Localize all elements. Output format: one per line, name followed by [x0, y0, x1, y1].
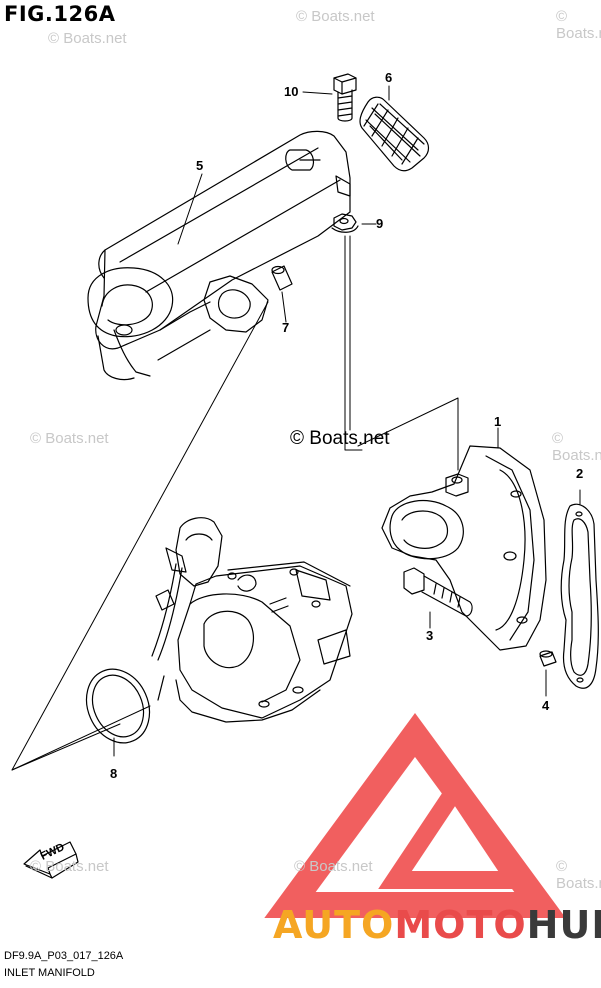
figure-caption: INLET MANIFOLD: [4, 967, 95, 979]
callout-6: 6: [385, 70, 393, 85]
watermark: © Boats.net: [30, 430, 109, 447]
part-5-duct: [157, 275, 269, 361]
watermark: © Boats.net: [556, 858, 601, 892]
callout-10: 10: [284, 84, 299, 99]
part-7-pin: [271, 265, 293, 291]
callout-8: 8: [110, 766, 118, 781]
watermark: © Boats.net: [552, 430, 601, 464]
callout-5: 5: [196, 158, 204, 173]
callout-2: 2: [576, 466, 584, 481]
callout-1: 1: [494, 414, 502, 429]
brand-part-hub: HUB: [526, 903, 601, 947]
part-10-bolt: [333, 73, 357, 122]
watermark: © Boats.net: [556, 8, 601, 42]
brand-wordmark: AUTOMOTOHUB: [273, 903, 601, 947]
watermark: © Boats.net: [296, 8, 375, 25]
brand-logo-icon: [264, 713, 566, 918]
carburetor-assembly: [151, 517, 353, 723]
part-4-dowel: [539, 650, 557, 667]
part-9-nut: [331, 213, 359, 233]
callout-7: 7: [282, 320, 290, 335]
part-5-silencer: [87, 130, 351, 381]
part-3-bolt: [403, 567, 473, 617]
part-8-o-ring: [85, 668, 151, 744]
figure-code: DF9.9A_P03_017_126A: [4, 950, 124, 962]
leader-lines: [11, 85, 581, 771]
part-2-gasket: [560, 503, 599, 689]
brand-part-moto: MOTO: [394, 903, 527, 947]
callout-9: 9: [376, 216, 384, 231]
callout-3: 3: [426, 628, 434, 643]
part-6-screen: [359, 96, 430, 172]
brand-part-auto: AUTO: [273, 903, 395, 947]
part-1-inlet-manifold: [381, 445, 547, 651]
fwd-arrow-icon: [23, 841, 79, 879]
watermark: © Boats.net: [30, 858, 109, 875]
watermark: © Boats.net: [48, 30, 127, 47]
center-watermark: © Boats.net: [290, 428, 390, 449]
watermark: © Boats.net: [294, 858, 373, 875]
figure-title: FIG.126A: [4, 2, 116, 26]
callout-4: 4: [542, 698, 550, 713]
